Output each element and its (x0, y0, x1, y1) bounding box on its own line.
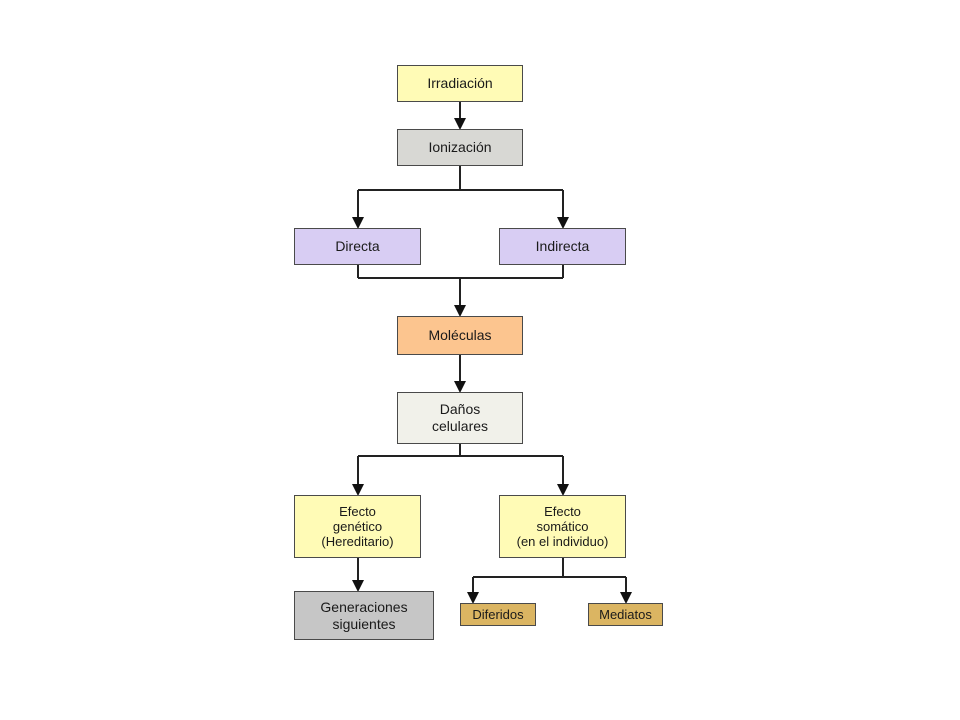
node-indirecta: Indirecta (499, 228, 626, 265)
node-diferidos: Diferidos (460, 603, 536, 626)
node-directa: Directa (294, 228, 421, 265)
node-mediatos: Mediatos (588, 603, 663, 626)
node-irradiacion: Irradiación (397, 65, 523, 102)
node-moleculas: Moléculas (397, 316, 523, 355)
node-efecto-somatico: Efecto somático (en el individuo) (499, 495, 626, 558)
node-efecto-genetico: Efecto genético (Hereditario) (294, 495, 421, 558)
node-generaciones-siguientes: Generaciones siguientes (294, 591, 434, 640)
node-danos-celulares: Daños celulares (397, 392, 523, 444)
node-ionizacion: Ionización (397, 129, 523, 166)
